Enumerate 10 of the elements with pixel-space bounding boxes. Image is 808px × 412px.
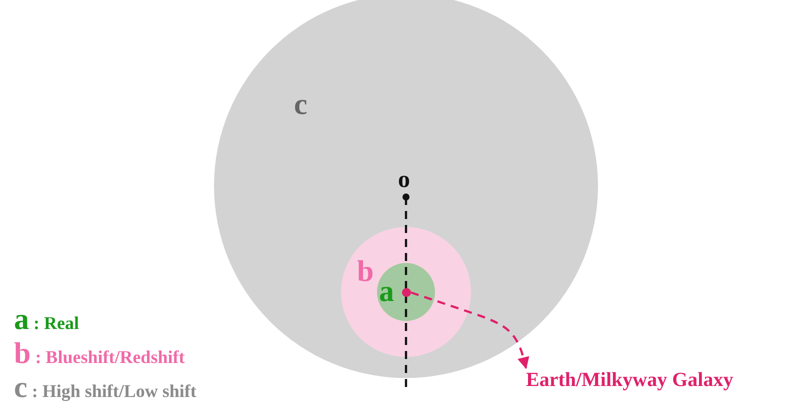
legend-entry: b : Blueshift/Redshift: [14, 339, 185, 369]
earth-label: Earth/Milkyway Galaxy: [526, 370, 734, 390]
legend-entry: c : High shift/Low shift: [14, 373, 196, 403]
region-letter: c: [294, 90, 308, 120]
region-letter: b: [357, 257, 374, 287]
region-letter: a: [379, 277, 394, 307]
earth-dot: [402, 288, 411, 297]
legend-entry: a : Real: [14, 305, 79, 335]
curved-arrow: [410, 291, 530, 370]
center-label: o: [398, 168, 410, 192]
